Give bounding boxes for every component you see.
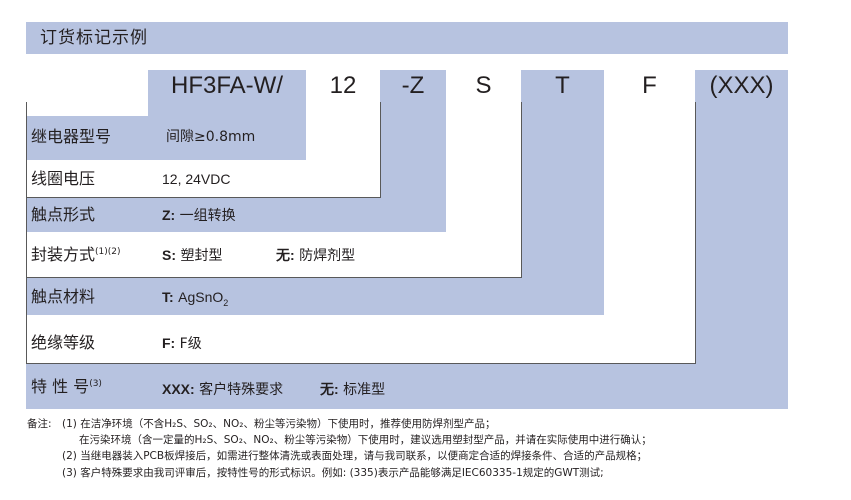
label-insulation: 绝缘等级: [31, 333, 96, 352]
key-package-none: 无:: [276, 247, 295, 263]
key-insulation: F:: [162, 335, 176, 351]
code-xxx: (XXX): [709, 72, 774, 99]
code-column-xxx: [695, 70, 788, 409]
text-package-none: 防焊剂型: [299, 248, 356, 264]
row-band-contact-material: [26, 278, 604, 315]
notes-prefix: 备注:: [27, 418, 52, 430]
label-package: 封装方式(1)(2): [31, 245, 121, 265]
note-3: (3) 客户特殊要求由我司评审后，按特性号的形式标识。例如: (335)表示产品…: [62, 467, 604, 479]
text-feature-code: 客户特殊要求: [199, 382, 284, 398]
row-band-contact-form: [26, 198, 446, 232]
key-package-s: S:: [162, 247, 176, 263]
label-contact-form: 触点形式: [31, 205, 96, 224]
label-coil-voltage: 线圈电压: [31, 169, 96, 188]
key-contact-material: T:: [162, 289, 174, 305]
code-t: T: [555, 72, 570, 99]
text-contact-form: 一组转换: [179, 208, 236, 224]
value-feature-code: XXX: 客户特殊要求: [162, 379, 283, 400]
key-feature-code-none: 无:: [320, 381, 339, 397]
row-band-relay-model: [26, 116, 306, 160]
value-coil-voltage: 12, 24VDC: [162, 171, 231, 187]
label-package-text: 封装方式: [31, 245, 96, 264]
value-contact-form: Z: 一组转换: [162, 205, 236, 226]
note-2: (2) 当继电器装入PCB板焊接后，如需进行整体清洗或表面处理，请与我司联系，以…: [62, 450, 648, 462]
value-package: S: 塑封型: [162, 245, 222, 266]
code-column-t: [521, 70, 604, 315]
label-contact-material: 触点材料: [31, 287, 96, 306]
row-band-feature-code: [26, 364, 788, 409]
frame-insulation: [26, 102, 696, 364]
note-1a: (1) 在洁净环境（不含H₂S、SO₂、NO₂、粉尘等污染物）下使用时，推荐使用…: [62, 418, 496, 430]
value-insulation: F: F级: [162, 333, 202, 354]
code-f: F: [642, 72, 657, 99]
label-package-sup: (1)(2): [95, 247, 121, 257]
label-relay-model: 继电器型号: [31, 127, 112, 146]
title-bar: [26, 22, 788, 54]
text-contact-material-sub: 2: [223, 297, 229, 308]
code-s: S: [475, 72, 492, 99]
key-feature-code: XXX:: [162, 381, 195, 397]
label-feature-code: 特 性 号(3): [31, 377, 102, 397]
label-feature-code-text: 特 性 号: [31, 377, 90, 396]
code-hf3fa-w: HF3FA-W/: [171, 72, 283, 99]
key-contact-form: Z:: [162, 207, 176, 223]
value-feature-code-extra: 无: 标准型: [320, 379, 385, 400]
value-relay-model: 间隙≥0.8mm: [166, 129, 256, 145]
text-contact-material: AgSnO2: [178, 289, 229, 308]
value-contact-material: T: AgSnO2: [162, 287, 228, 313]
value-package-extra: 无: 防焊剂型: [276, 245, 355, 266]
text-feature-code-none: 标准型: [343, 382, 386, 398]
note-1b: 在污染环境（含一定量的H₂S、SO₂、NO₂、粉尘等污染物）下使用时，建议选用塑…: [79, 434, 652, 446]
label-feature-code-sup: (3): [89, 379, 102, 389]
code-z: -Z: [401, 72, 425, 99]
text-insulation: F级: [179, 336, 202, 352]
text-contact-material-main: AgSnO: [178, 289, 224, 305]
page-title: 订货标记示例: [40, 28, 148, 48]
text-package-s: 塑封型: [180, 248, 223, 264]
code-coil-12: 12: [329, 72, 357, 99]
